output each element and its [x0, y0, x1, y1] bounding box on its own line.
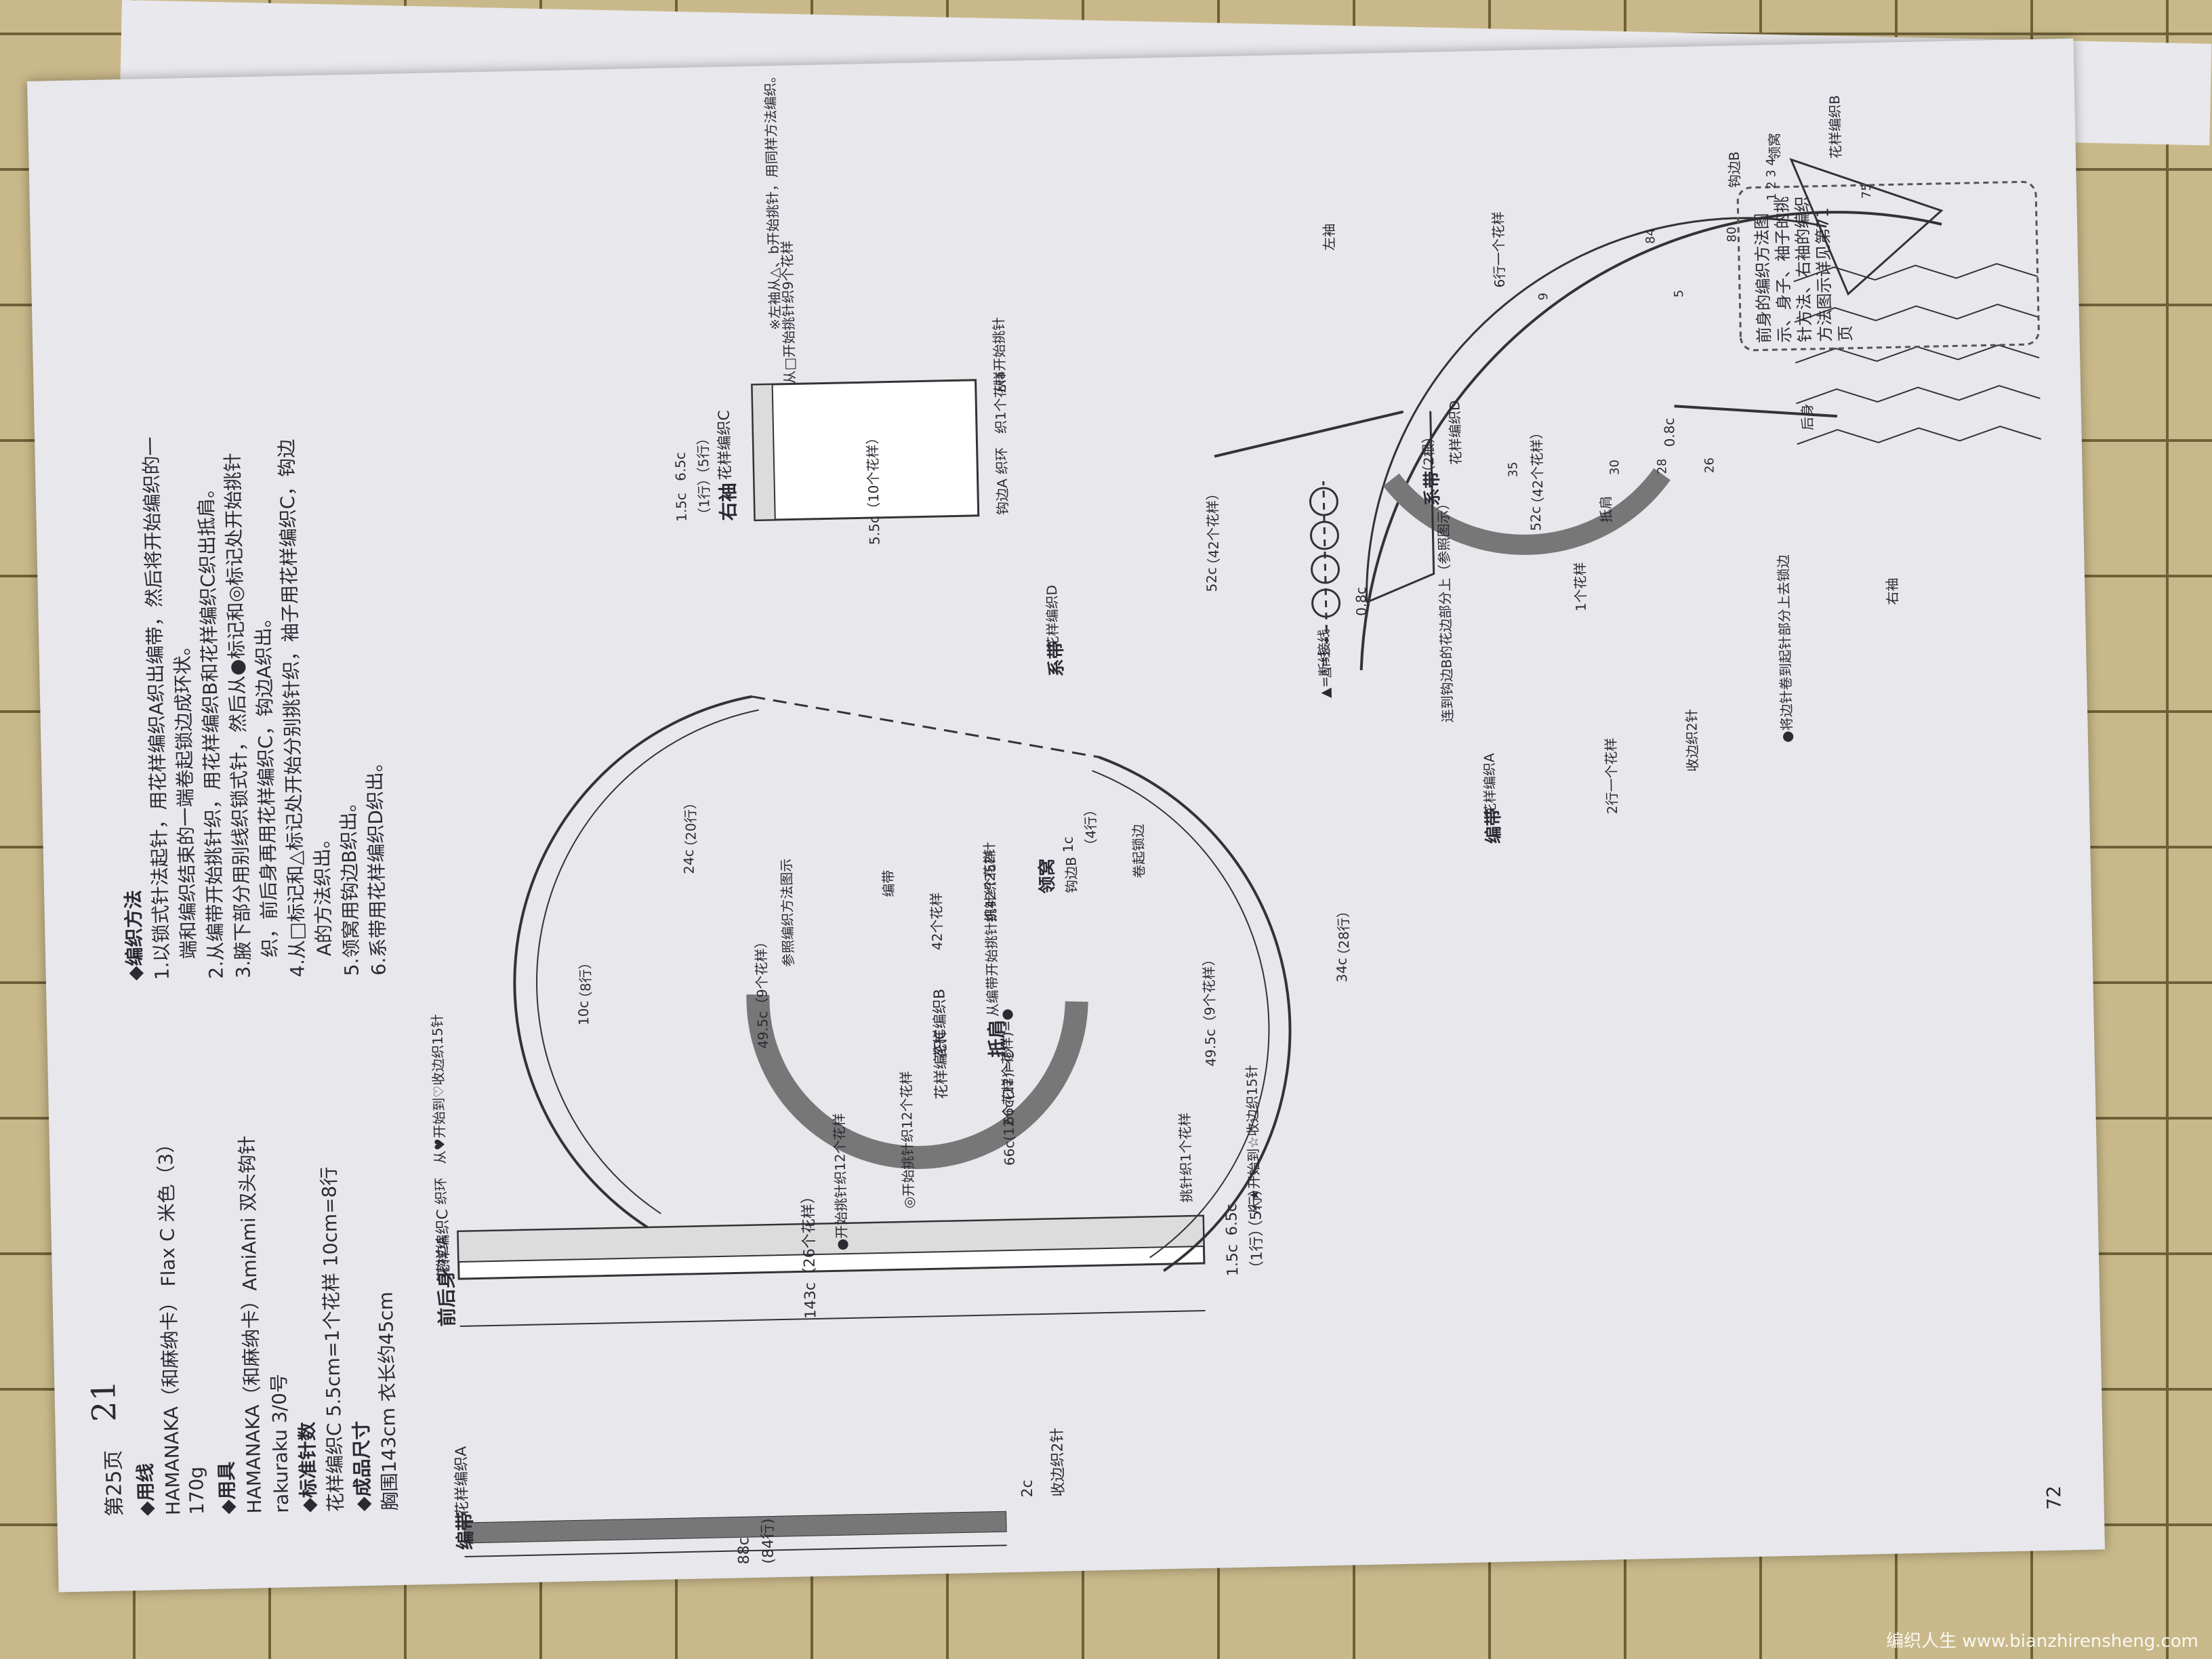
tie2-one: 1个花样	[1572, 562, 1589, 612]
note-box-text: 前身的编织方法图示、身子、袖子的挑针方法、右袖的编织方法图示详见第71页	[1752, 195, 1856, 344]
edge-1c: 1c	[1059, 836, 1077, 853]
fb-start-c: ●开始挑针织12个花样	[831, 1113, 851, 1251]
tie-42: （42个花样）	[1204, 486, 1223, 572]
row-30: 30	[1607, 459, 1622, 476]
row-5: 5	[1671, 289, 1687, 298]
note-box	[1736, 180, 2040, 352]
neckline-title: 领窝	[1037, 858, 1059, 895]
chart-2rows: 2行一个花样	[1602, 737, 1621, 815]
rs-from-a: 从a开始挑针	[990, 316, 1008, 394]
tie2-count: （2根）	[1420, 429, 1437, 480]
chart-pattern-a: 花样编织A	[1481, 753, 1499, 817]
fb-d1: 1.5c	[1224, 1244, 1242, 1277]
band-finish: 收边织2针	[1048, 1427, 1068, 1497]
yoke-66-c: 66c(12个花样)=●	[998, 1008, 1017, 1126]
m-20r: （20行）	[682, 796, 700, 854]
band-length: 88c	[735, 1536, 754, 1565]
fb-d2: 6.5c	[1223, 1203, 1242, 1236]
chart-6rows: 6行一个花样	[1490, 211, 1508, 288]
back-body-label: 后身	[1799, 403, 1816, 431]
tie-pattern: 花样编织D	[1043, 584, 1061, 650]
rs-d1: 1.5c	[672, 492, 690, 523]
row-75: 75	[1859, 183, 1875, 199]
fb-start-o: ◎开始挑针织12个花样	[897, 1071, 918, 1209]
fb-edge: 钩边A	[433, 1235, 451, 1273]
chart-edge-b: 钩边B	[1725, 151, 1743, 188]
yoke-pattern-c: 花样编织C	[932, 1029, 951, 1100]
rs-d2: 6.5c	[672, 451, 689, 482]
row-28: 28	[1655, 458, 1670, 474]
row-9: 9	[1536, 292, 1551, 301]
edge-4r: （4行）	[1082, 802, 1100, 853]
m-49-a: 49.5c（9个花样）	[752, 935, 772, 1049]
chart-pattern-b: 花样编织B	[1826, 95, 1844, 159]
rs-d2-rows: （5行）	[695, 431, 712, 481]
watermark: 编织人生 www.bianzhirensheng.com	[1886, 1631, 2198, 1652]
roll-edge: 卷起锁边	[1130, 823, 1147, 879]
m-8r: （8行）	[577, 956, 594, 1006]
left-sleeve-label: 左袖	[1320, 223, 1338, 251]
fb-from-star: 从★开始到☆收边织15针	[1243, 1064, 1263, 1215]
yoke2-label: 抵肩	[1597, 495, 1615, 523]
m-28r: （28行）	[1334, 903, 1353, 962]
edge-b: 钩边B	[1063, 857, 1080, 894]
see-diagram: 参照编织方法图示	[778, 858, 797, 968]
rs-loop: 织环	[993, 447, 1010, 475]
tie2-42: （42个花样）	[1528, 425, 1547, 511]
fb-pick: 挑针织1个花样	[1176, 1112, 1195, 1203]
right-sleeve-title: 右袖	[716, 483, 740, 521]
tie2-pattern: 花样编织D	[1446, 400, 1465, 466]
book-page: 第25页 21 72 ◆用线 HAMANAKA（和麻纳卡） Flax C 米色（…	[27, 38, 2106, 1593]
yoke-42: 42个花样	[928, 892, 946, 951]
fb-loop: 织环	[432, 1177, 449, 1205]
pattern-diagram	[457, 158, 2042, 1557]
band-rows: (84行)	[759, 1518, 778, 1564]
chart-roll: ●将边针卷到起针部分上去锁边	[1775, 554, 1796, 743]
band-bar	[464, 1511, 1007, 1544]
right-sleeve-pattern: 花样编织C	[716, 409, 735, 480]
chart-collar: 领窝	[1766, 132, 1783, 161]
row-26: 26	[1702, 457, 1717, 474]
tie-08: 0.8c	[1353, 586, 1370, 617]
yoke-diagram	[513, 695, 1292, 1272]
tie2-08: 0.8c	[1660, 417, 1678, 447]
right-sleeve-width: 5.5c（10个花样）	[864, 430, 883, 546]
chart-finish: 收边织2针	[1683, 708, 1701, 773]
legend-join: △=接线	[1315, 628, 1333, 678]
band-pattern: 花样编织A	[453, 1446, 472, 1517]
m-49-b: 49.5c（9个花样）	[1200, 952, 1219, 1067]
row-80: 80	[1725, 226, 1740, 243]
band-width: 2c	[1019, 1479, 1037, 1498]
fb-from-heart: 从♥开始到♡收边织15针	[428, 1014, 449, 1164]
yoke-252: 挑针织252针	[981, 842, 1000, 922]
row-35: 35	[1506, 462, 1521, 478]
right-sleeve-label: 右袖	[1883, 577, 1901, 605]
row-84: 84	[1643, 228, 1658, 245]
front-back-width: 143c（26个花样）	[800, 1188, 820, 1319]
yoke-band-label: 编带	[880, 869, 897, 897]
rotated-page-content: 第25页 21 72 ◆用线 HAMANAKA（和麻纳卡） Flax C 米色（…	[27, 39, 2105, 1593]
assembled-garment-diagram	[1214, 158, 1944, 671]
rs-edge: 钩边A	[994, 478, 1011, 516]
tie-chain-diagram	[1309, 481, 1341, 644]
band-title: 编带	[453, 1511, 477, 1551]
